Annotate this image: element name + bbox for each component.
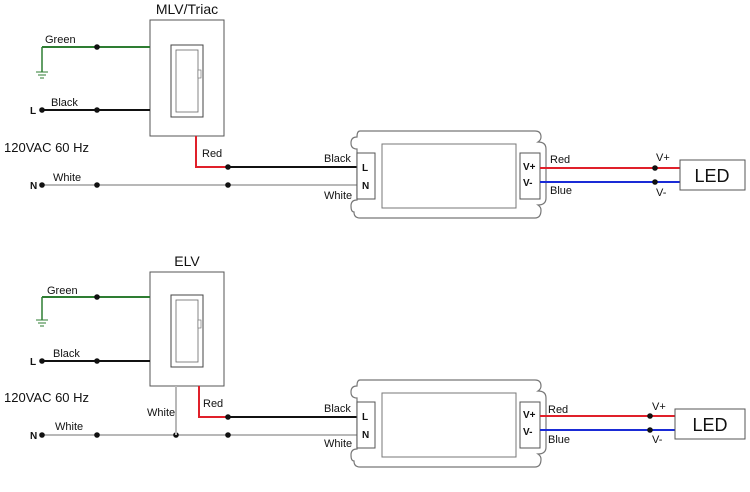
top-diagram: MLV/Triac Green L Black 120VAC 60 Hz N W… (4, 1, 746, 219)
black-out-label: Black (324, 403, 351, 415)
terminal-dot (39, 432, 45, 438)
dimmer-slider (197, 69, 202, 79)
led-label: LED (694, 166, 729, 186)
white-label: White (55, 421, 83, 433)
led-box (679, 159, 746, 191)
dimmer-slider (197, 319, 202, 329)
junction-dot (94, 44, 100, 50)
source-label: 120VAC 60 Hz (4, 140, 89, 155)
n-label: N (30, 181, 37, 192)
junction-dot (94, 182, 100, 188)
junction-dot (94, 294, 100, 300)
led-driver (350, 130, 547, 219)
driver-vminus-terminal: V- (523, 178, 532, 189)
white-out-label: White (324, 190, 352, 202)
junction-dot (94, 107, 100, 113)
terminal-dot (39, 182, 45, 188)
driver-n-terminal: N (362, 181, 369, 192)
dimmer-paddle (175, 299, 199, 363)
black-out-label: Black (324, 153, 351, 165)
led-box (674, 408, 746, 440)
driver-vplus-terminal: V+ (523, 162, 536, 173)
led-vminus-label: V- (652, 434, 663, 446)
junction-dot (225, 414, 231, 420)
driver-vminus-terminal: V- (523, 427, 532, 438)
red-label: Red (202, 148, 222, 160)
junction-dot (94, 432, 100, 438)
red-label: Red (203, 398, 223, 410)
driver-vplus-terminal: V+ (523, 410, 536, 421)
led-vminus-label: V- (656, 187, 667, 199)
red-wire-dimmer (195, 136, 228, 168)
junction-dot (225, 432, 231, 438)
junction-dot (647, 427, 653, 433)
dimmer-title: ELV (174, 253, 200, 269)
black-label: Black (53, 348, 80, 360)
driver-l-terminal: L (362, 163, 368, 174)
dimmer-title: MLV/Triac (156, 1, 218, 17)
led-driver (350, 379, 547, 468)
junction-dot (652, 179, 658, 185)
l-label: L (30, 106, 36, 117)
ground-icon (36, 71, 48, 79)
n-label: N (30, 431, 37, 442)
junction-dot (225, 164, 231, 170)
driver-l-terminal: L (362, 412, 368, 423)
l-label: L (30, 357, 36, 368)
source-label: 120VAC 60 Hz (4, 390, 89, 405)
white-label: White (53, 172, 81, 184)
blue-out-label: Blue (550, 185, 572, 197)
black-label: Black (51, 97, 78, 109)
red-out-label: Red (550, 154, 570, 166)
blue-out-label: Blue (548, 434, 570, 446)
led-vplus-label: V+ (652, 401, 666, 413)
green-label: Green (45, 34, 76, 46)
red-out-label: Red (548, 404, 568, 416)
junction-dot (652, 165, 658, 171)
junction-dot (647, 413, 653, 419)
ground-icon (36, 319, 48, 327)
led-vplus-label: V+ (656, 152, 670, 164)
green-label: Green (47, 285, 78, 297)
junction-dot (94, 358, 100, 364)
dimmer-paddle (175, 49, 199, 113)
bottom-diagram: ELV Green L Black 120VAC 60 Hz N White W… (4, 253, 746, 468)
white-out-label: White (324, 438, 352, 450)
driver-n-terminal: N (362, 430, 369, 441)
white-dimmer-label: White (147, 407, 175, 419)
terminal-dot (39, 107, 45, 113)
terminal-dot (39, 358, 45, 364)
red-wire-dimmer (198, 386, 228, 418)
led-label: LED (692, 415, 727, 435)
junction-dot (225, 182, 231, 188)
